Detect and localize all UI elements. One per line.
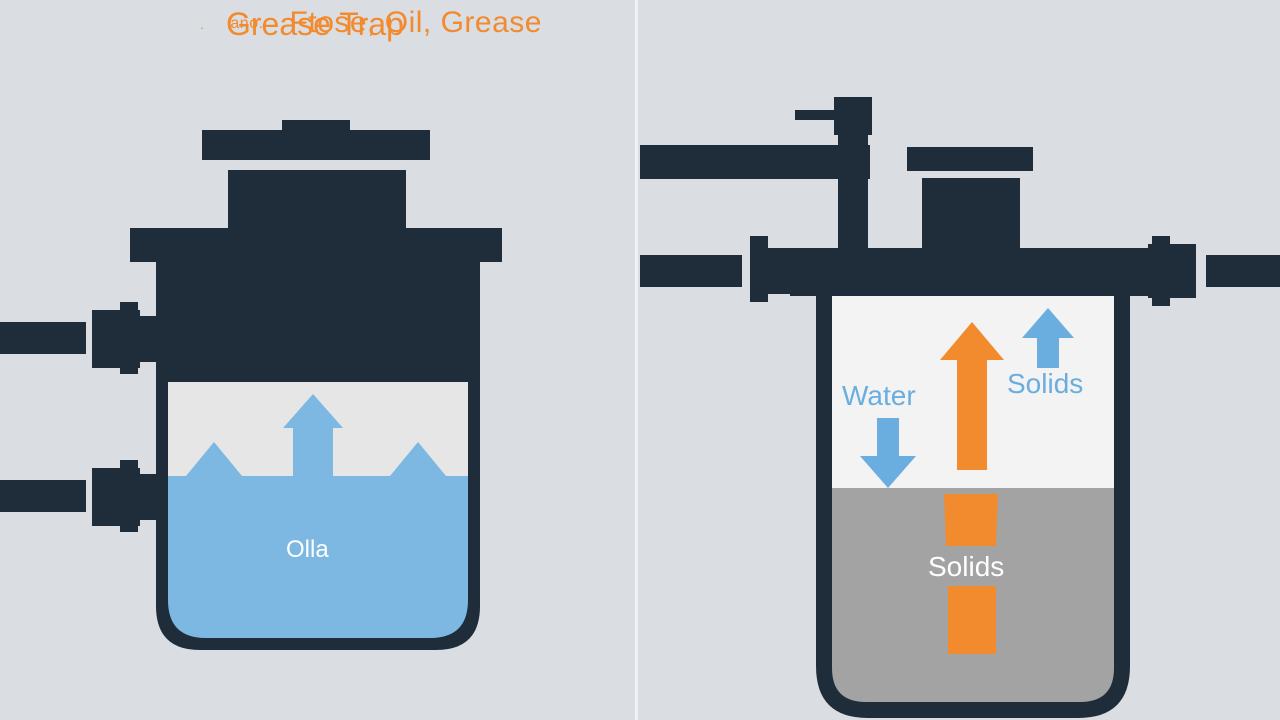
left-arrow-small-right xyxy=(390,442,446,476)
panel-divider xyxy=(635,0,638,720)
label-water: Water xyxy=(842,380,916,411)
left-title-small: ano. xyxy=(230,15,264,33)
left-inlet-pipe-top xyxy=(0,322,86,354)
left-inlet-pipe-bottom xyxy=(0,480,86,512)
right-coupling-left-ring xyxy=(750,236,768,302)
left-arrow-center xyxy=(283,394,343,516)
left-title: . ano. Ftose, Oil, Grease xyxy=(200,6,542,40)
left-tank-water xyxy=(168,476,468,638)
right-header-pipe xyxy=(790,248,1150,296)
right-valve-body xyxy=(834,97,872,135)
right-arrow-orange-up xyxy=(940,322,1004,470)
right-pipe-right xyxy=(1206,255,1280,287)
left-tank xyxy=(0,120,502,650)
right-orange-column xyxy=(944,494,998,654)
left-arrow-small-left xyxy=(186,442,242,476)
left-inlet-stub-top xyxy=(136,316,160,362)
label-solids-top: Solids xyxy=(1007,368,1084,399)
left-tank-flange xyxy=(130,228,502,262)
label-solids-bottom: Solids xyxy=(928,551,1005,582)
right-valve-handle xyxy=(795,110,835,120)
right-tank xyxy=(640,97,1280,718)
left-title-dot: . xyxy=(200,16,205,33)
right-pipe-left xyxy=(640,255,742,287)
right-coupling-right-ring xyxy=(1152,236,1170,306)
left-tank-cap xyxy=(202,130,430,160)
right-tank-cap xyxy=(907,147,1033,171)
label-oils: Olla xyxy=(286,536,329,563)
right-top-pipe xyxy=(640,145,870,179)
right-tank-neck xyxy=(922,178,1020,250)
left-tank-neck xyxy=(228,170,406,232)
left-inlet-stub-bottom xyxy=(136,474,160,520)
right-arrow-blue-down xyxy=(860,418,916,488)
left-title-main: Ftose, Oil, Grease xyxy=(289,6,542,39)
right-arrow-blue-up xyxy=(1022,308,1074,368)
left-inlet-coupling-top-ring xyxy=(120,302,138,374)
right-title: Grease Trap xyxy=(226,6,404,42)
left-inlet-coupling-bottom-ring xyxy=(120,460,138,532)
